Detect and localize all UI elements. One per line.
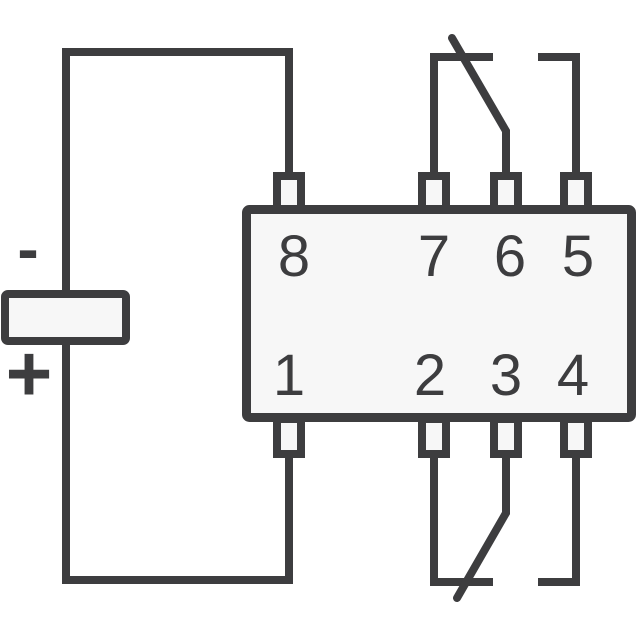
pin4-lead — [560, 415, 592, 458]
pin6-label: 6 — [494, 224, 526, 289]
pin6-lead — [490, 172, 522, 214]
wire-negative-loop — [62, 48, 293, 292]
pin3-label: 3 — [490, 343, 522, 408]
power-source-body — [1, 290, 130, 345]
minus-icon: - — [17, 213, 38, 285]
wire-pin4-terminal — [538, 456, 580, 586]
wire-positive-loop — [62, 343, 293, 584]
plus-icon: + — [6, 329, 53, 418]
pin5-lead — [560, 172, 592, 214]
pin3-lead — [490, 415, 522, 458]
pin2-label: 2 — [414, 343, 446, 408]
pin8-label: 8 — [278, 224, 310, 289]
switch-blade-top — [448, 34, 510, 180]
wire-pin5-terminal — [538, 53, 580, 176]
wire-pin7-contact — [430, 53, 493, 176]
pin8-lead — [273, 172, 305, 214]
pin7-label: 7 — [418, 224, 450, 289]
pin4-label: 4 — [557, 343, 589, 408]
wire-pin2-contact — [430, 456, 493, 586]
pin5-label: 5 — [562, 224, 594, 289]
component-body — [242, 205, 636, 422]
pin2-lead — [418, 415, 450, 458]
pin1-lead — [273, 415, 305, 458]
pin1-label: 1 — [273, 343, 305, 408]
switch-blade-bottom — [453, 452, 510, 602]
pin7-lead — [418, 172, 450, 214]
